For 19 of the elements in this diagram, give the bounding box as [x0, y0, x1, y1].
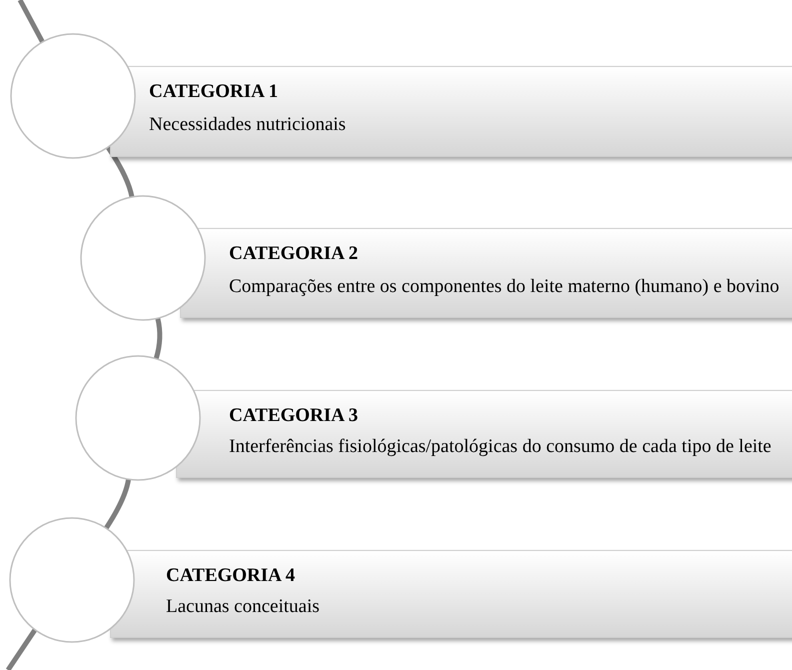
category-description: Lacunas conceituais — [166, 595, 321, 619]
category-band — [180, 228, 792, 318]
category-description: Necessidades nutricionais — [149, 113, 347, 137]
circle-marker — [9, 517, 135, 643]
category-band — [110, 66, 792, 157]
circle-marker — [80, 195, 206, 321]
category-band — [110, 550, 792, 638]
category-heading: CATEGORIA 4 — [166, 565, 295, 587]
category-heading: CATEGORIA 1 — [149, 81, 278, 103]
circle-marker — [75, 355, 201, 481]
connector-line — [104, 478, 131, 530]
connector-line — [106, 146, 134, 198]
category-band — [176, 390, 792, 478]
connector-line — [154, 318, 162, 360]
circle-marker — [10, 33, 136, 159]
category-heading: CATEGORIA 2 — [229, 243, 358, 265]
category-heading: CATEGORIA 3 — [229, 405, 358, 427]
category-description: Interferências fisiológicas/patológicas do consumo de cada tipo de leite — [229, 435, 772, 459]
category-description: Comparações entre os componentes do leite materno (humano) e bovino — [229, 275, 780, 299]
